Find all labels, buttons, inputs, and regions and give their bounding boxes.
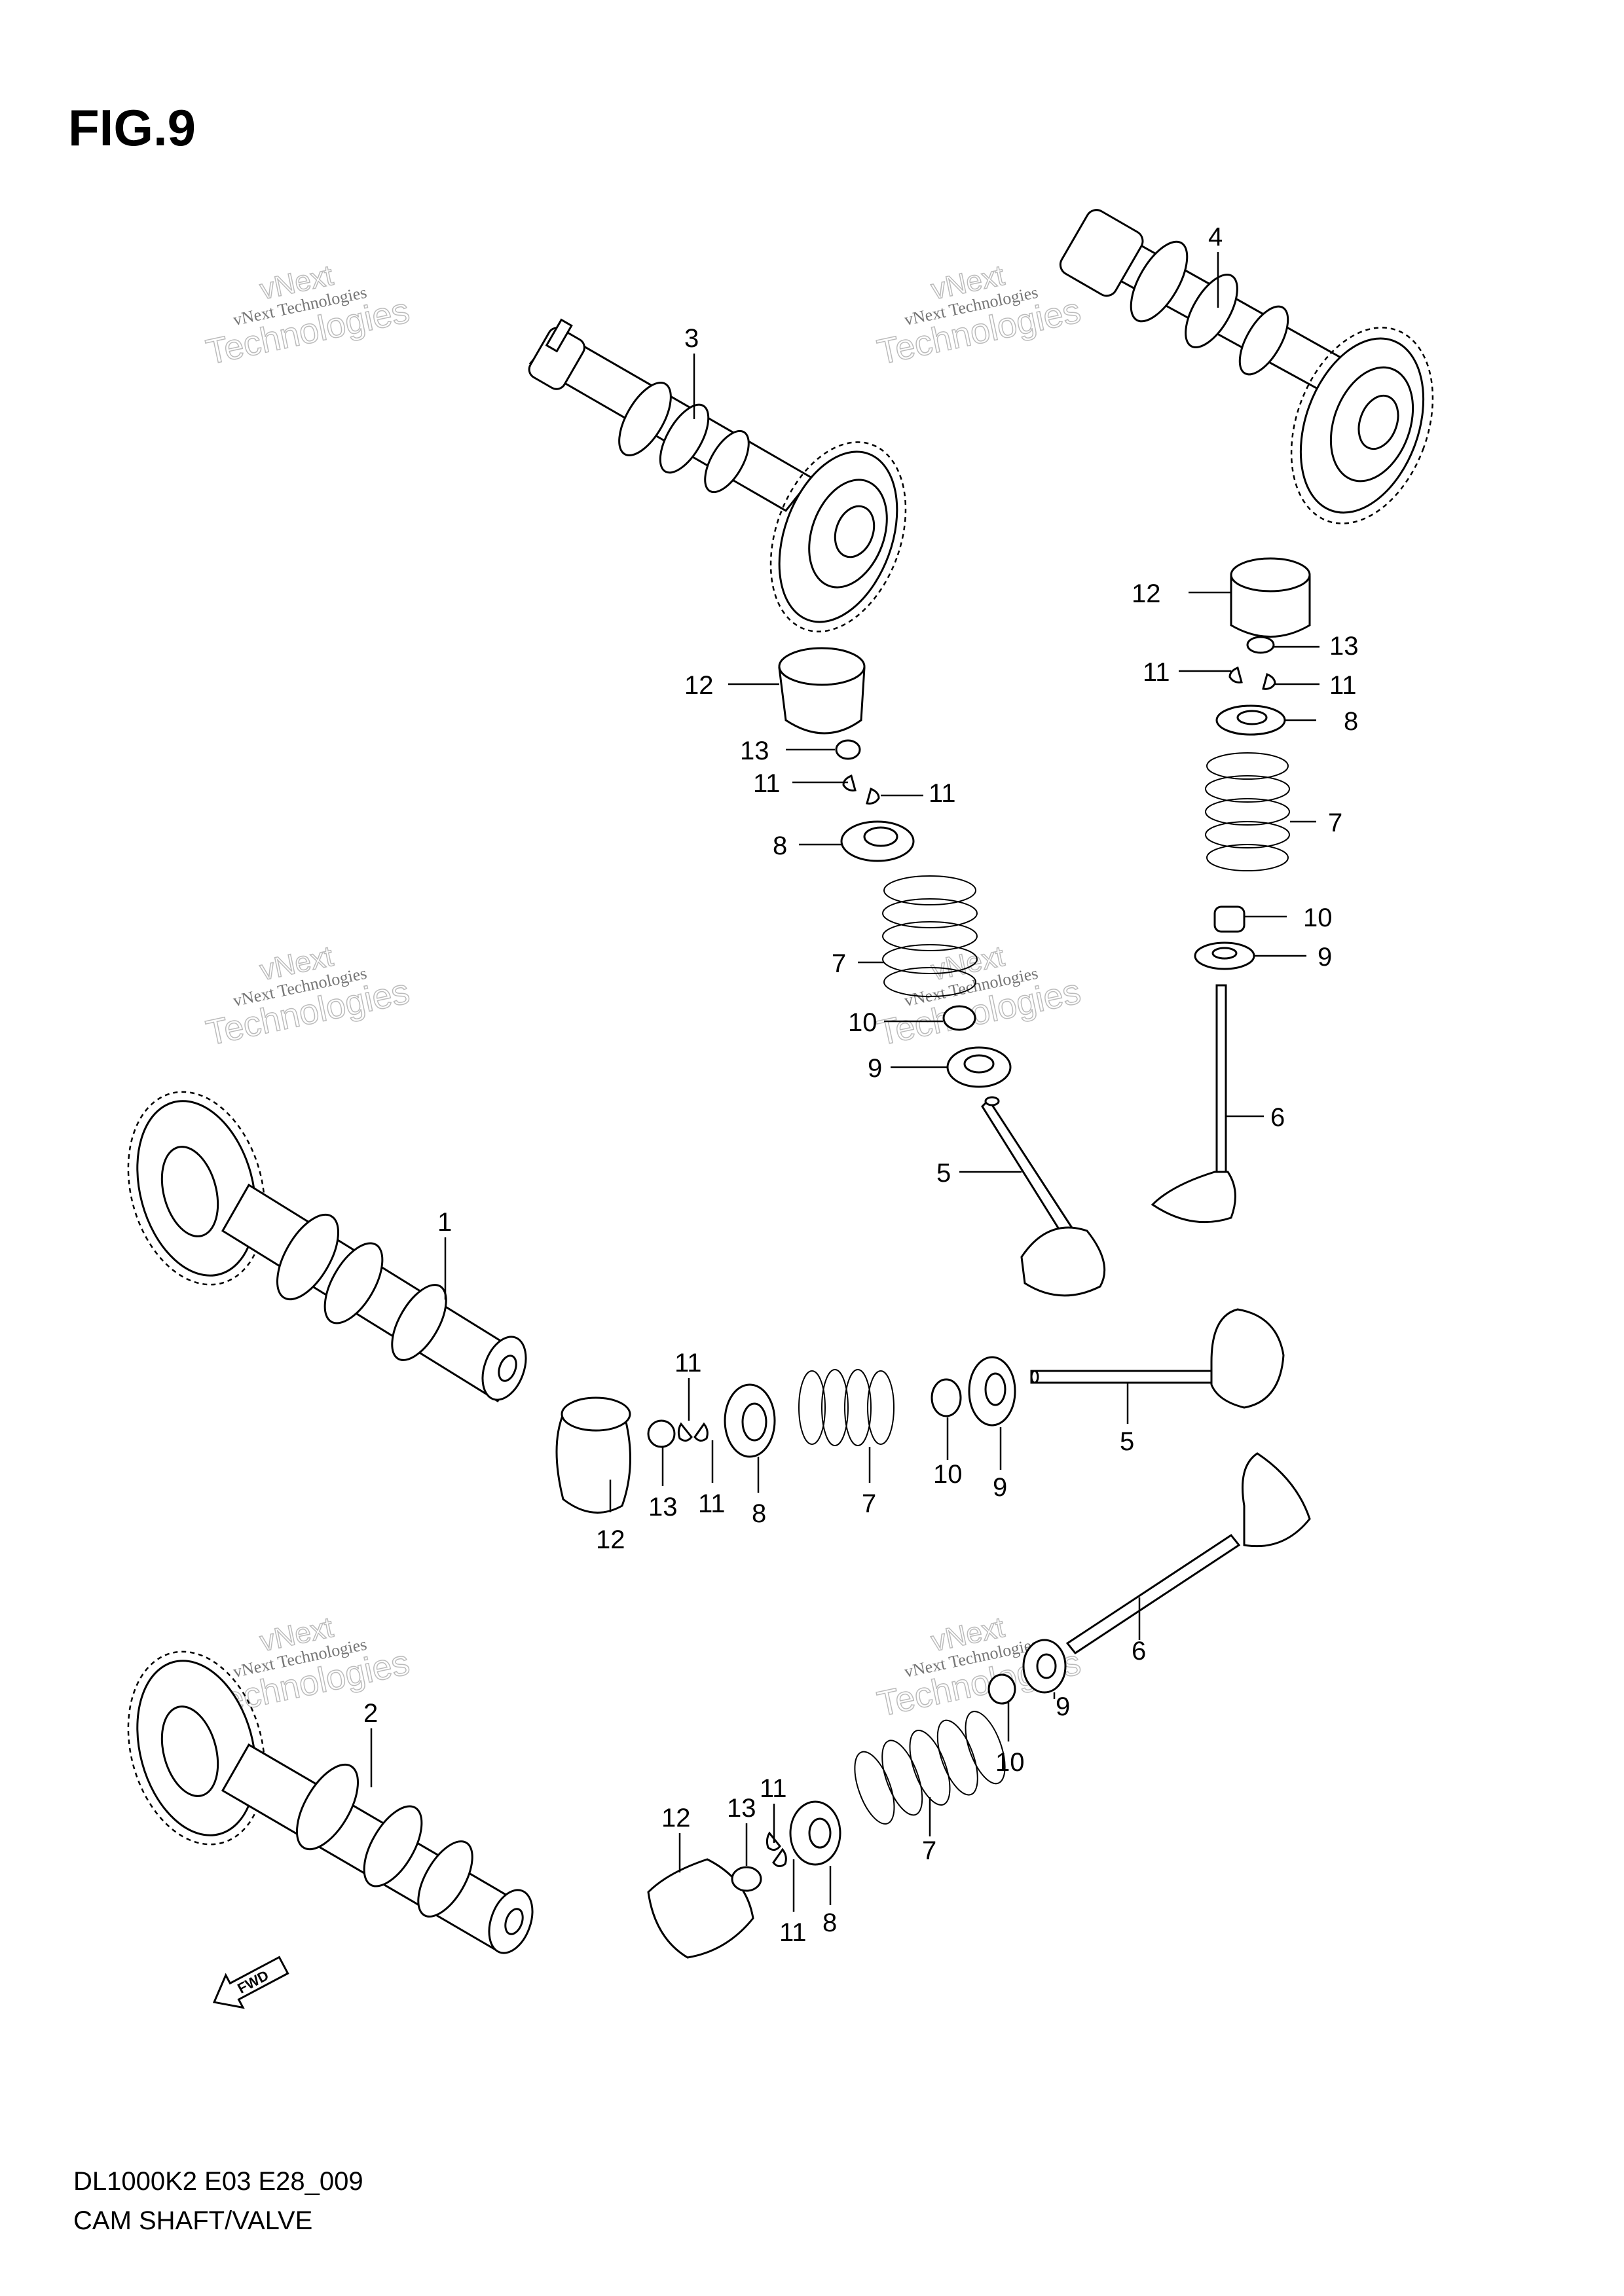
callout-9: 9: [1056, 1692, 1070, 1721]
watermark: Technologies vNext Technologies vNext: [202, 939, 413, 1053]
valve-assembly-horizontal: [555, 1308, 1285, 1514]
callout-12: 12: [1132, 579, 1161, 608]
callout-13: 13: [1329, 632, 1359, 661]
callout-9: 9: [868, 1054, 882, 1083]
callout-13: 13: [727, 1794, 756, 1823]
callout-5: 5: [936, 1159, 951, 1188]
watermark: Technologies vNext Technologies vNext: [202, 259, 413, 373]
camshaft-3: [528, 318, 907, 632]
valve-assembly-center: [778, 647, 1106, 1297]
valve-assembly-right: [1151, 557, 1311, 1224]
callout-7: 7: [922, 1836, 936, 1865]
callout-9: 9: [1318, 943, 1332, 972]
callout-6: 6: [1270, 1103, 1285, 1132]
callout-12: 12: [661, 1804, 691, 1832]
valve-assembly-lower: [647, 1452, 1311, 1959]
callout-11: 11: [698, 1489, 726, 1518]
callout-12: 12: [596, 1525, 625, 1554]
figure-title: FIG.9: [68, 99, 196, 156]
callout-11: 11: [779, 1918, 807, 1947]
callout-8: 8: [822, 1908, 837, 1937]
section-name: CAM SHAFT/VALVE: [73, 2206, 313, 2235]
callout-10: 10: [933, 1460, 963, 1489]
model-code: DL1000K2 E03 E28_009: [73, 2167, 363, 2196]
callout-2: 2: [363, 1699, 378, 1728]
callout-5: 5: [1120, 1427, 1134, 1456]
callout-7: 7: [832, 949, 846, 978]
camshaft-2: [127, 1650, 534, 1954]
callout-8: 8: [752, 1499, 766, 1528]
callout-11: 11: [929, 779, 956, 808]
callout-3: 3: [684, 324, 699, 353]
callout-11: 11: [1143, 658, 1170, 687]
watermark: Technologies vNext Technologies vNext: [874, 939, 1084, 1053]
callout-6: 6: [1132, 1637, 1146, 1666]
callout-7: 7: [1328, 809, 1342, 837]
callout-11: 11: [674, 1349, 702, 1377]
callout-10: 10: [848, 1008, 877, 1037]
callout-10: 10: [1303, 903, 1333, 932]
callout-13: 13: [740, 737, 769, 765]
callout-8: 8: [1344, 707, 1358, 736]
callout-11: 11: [760, 1774, 787, 1803]
camshaft-1: [127, 1091, 527, 1403]
fwd-arrow-icon: FWD: [212, 1956, 289, 2009]
camshaft-4: [1059, 209, 1434, 524]
watermark: Technologies vNext Technologies vNext: [874, 259, 1084, 373]
callout-4: 4: [1208, 223, 1223, 251]
callout-9: 9: [993, 1473, 1007, 1502]
callout-12: 12: [684, 671, 714, 700]
watermark-group: Technologies vNext Technologies vNext Te…: [202, 259, 1084, 1724]
callout-labels: 3 4 12 13 11 11 8 12 13 11 11 8 7 7 10 1…: [363, 223, 1359, 1947]
callout-11: 11: [1329, 671, 1357, 700]
callout-13: 13: [648, 1493, 678, 1522]
callout-11: 11: [753, 769, 781, 798]
callout-10: 10: [995, 1748, 1025, 1777]
leader-lines: [370, 252, 1320, 1912]
callout-7: 7: [862, 1489, 876, 1518]
callout-1: 1: [437, 1208, 452, 1237]
callout-8: 8: [773, 831, 787, 860]
